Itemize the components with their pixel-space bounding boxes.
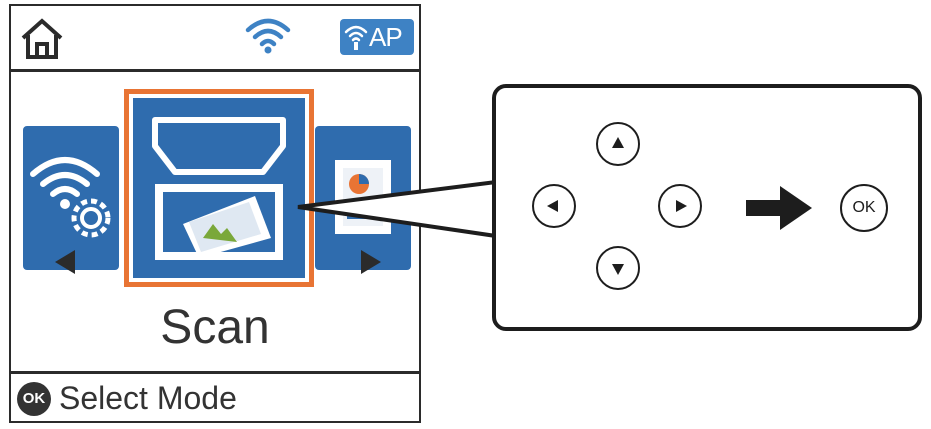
down-arrow-icon <box>612 264 624 275</box>
scroll-right-icon[interactable] <box>361 250 381 274</box>
scroll-left-icon[interactable] <box>55 250 75 274</box>
right-arrow-icon <box>676 200 687 212</box>
up-arrow-icon <box>612 137 624 148</box>
access-point-icon: AP <box>340 19 414 55</box>
scan-tile[interactable] <box>133 98 305 278</box>
copy-icon <box>335 160 391 234</box>
wifi-settings-tile[interactable] <box>23 126 119 270</box>
control-panel-callout: OK <box>492 84 922 331</box>
down-button[interactable] <box>596 246 640 290</box>
bottom-hint-bar: OK Select Mode <box>11 371 419 421</box>
printer-lcd-screen: AP <box>9 4 421 423</box>
ok-icon: OK <box>17 382 51 416</box>
wifi-icon <box>245 18 291 54</box>
ok-button[interactable]: OK <box>840 184 888 232</box>
then-arrow-icon <box>746 186 812 230</box>
up-button[interactable] <box>596 122 640 166</box>
selected-mode-label: Scan <box>160 301 270 354</box>
mode-carousel: Scan <box>11 72 419 372</box>
home-icon[interactable] <box>19 16 65 62</box>
right-button[interactable] <box>658 184 702 228</box>
status-bar: AP <box>11 6 419 72</box>
wifi-settings-icon <box>30 157 111 238</box>
copy-tile[interactable] <box>315 126 411 270</box>
ap-wifi-icon <box>344 25 368 50</box>
ap-label: AP <box>369 22 403 52</box>
hint-text: Select Mode <box>59 380 237 416</box>
left-button[interactable] <box>532 184 576 228</box>
scan-icon <box>152 117 286 260</box>
left-arrow-icon <box>547 200 558 212</box>
